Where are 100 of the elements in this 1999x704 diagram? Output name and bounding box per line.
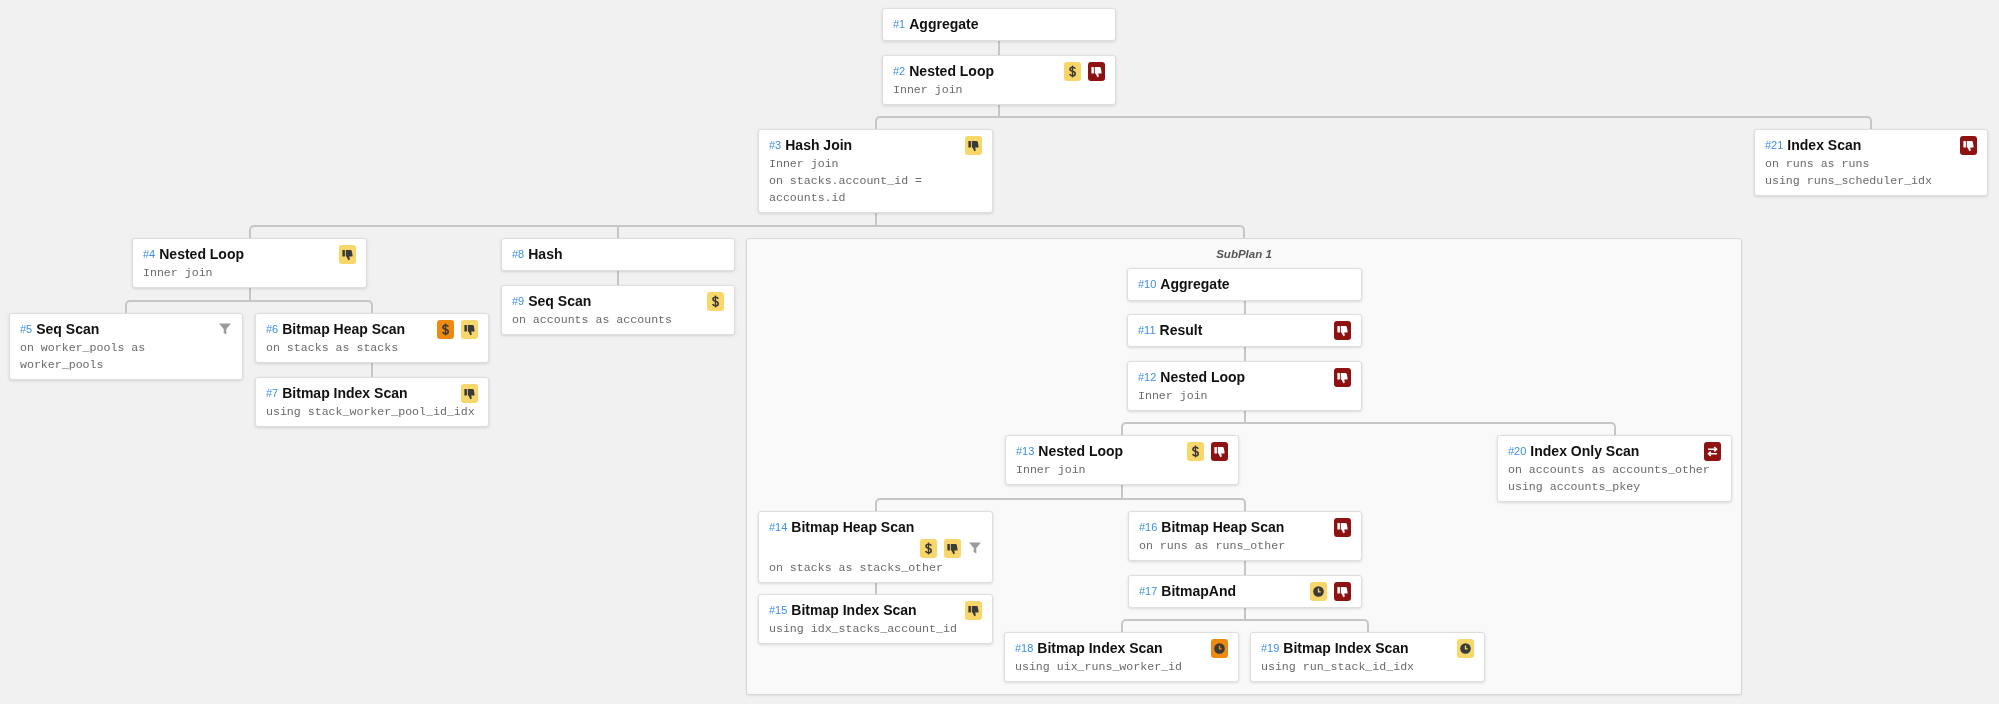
connector-line xyxy=(1125,410,1612,424)
node-title: Result xyxy=(1159,321,1203,340)
node-detail: using stack_worker_pool_id_idx xyxy=(266,404,476,420)
plan-node-card xyxy=(1250,632,1485,682)
plan-node-card xyxy=(758,511,993,583)
node-title: Bitmap Index Scan xyxy=(1037,639,1163,658)
node-number: #10 xyxy=(1138,277,1157,292)
node-number: #15 xyxy=(769,603,788,618)
connector-line xyxy=(125,300,131,314)
connector-line xyxy=(249,225,255,239)
connector-line xyxy=(1239,225,1245,239)
connector-line xyxy=(1240,498,1246,512)
plan-node-card xyxy=(1127,314,1362,347)
node-detail: Inner join xyxy=(1016,462,1087,478)
plan-node-card xyxy=(882,8,1116,41)
node-title: Aggregate xyxy=(1160,275,1230,294)
node-title: Bitmap Heap Scan xyxy=(791,518,915,537)
node-title: Nested Loop xyxy=(909,62,995,81)
plan-node-card xyxy=(1754,129,1988,196)
connector-line xyxy=(1866,116,1872,130)
plan-node-card xyxy=(132,238,367,288)
node-number: #19 xyxy=(1261,641,1280,656)
node-title: Bitmap Index Scan xyxy=(1283,639,1409,658)
plan-node-card xyxy=(758,594,993,644)
node-number: #18 xyxy=(1015,641,1034,656)
connector-line xyxy=(1121,422,1127,436)
node-detail: on runs as runs xyxy=(1765,156,1871,172)
plan-node-card xyxy=(1127,361,1362,411)
node-number: #13 xyxy=(1016,444,1035,459)
node-detail: on stacks.account_id = accounts.id xyxy=(769,173,924,206)
connector-line xyxy=(1244,346,1246,362)
subplan-panel xyxy=(746,238,1742,695)
node-title: Seq Scan xyxy=(528,292,592,311)
plan-node-card xyxy=(1005,435,1239,485)
node-title: Hash xyxy=(528,245,563,264)
connector-line xyxy=(253,212,1241,227)
node-detail: using uix_runs_worker_id xyxy=(1015,659,1183,675)
plan-node-card xyxy=(501,238,735,271)
node-title: Index Only Scan xyxy=(1530,442,1640,461)
plan-node-card xyxy=(882,55,1116,105)
node-number: #20 xyxy=(1508,444,1527,459)
connector-line xyxy=(1244,300,1246,315)
node-title: Bitmap Heap Scan xyxy=(1161,518,1285,537)
plan-node-card xyxy=(1004,632,1239,682)
connector-line xyxy=(371,362,373,378)
node-title: Nested Loop xyxy=(1038,442,1124,461)
plan-node-card xyxy=(255,377,489,427)
node-title: Bitmap Index Scan xyxy=(791,601,917,620)
node-detail: Inner join xyxy=(769,156,840,172)
node-number: #3 xyxy=(769,138,782,153)
node-number: #8 xyxy=(512,247,525,262)
node-number: #11 xyxy=(1138,323,1156,338)
node-number: #4 xyxy=(143,247,156,262)
node-number: #12 xyxy=(1138,370,1157,385)
plan-node-card xyxy=(1128,575,1362,608)
connector-line xyxy=(617,226,619,239)
node-detail: on worker_pools as worker_pools xyxy=(20,340,147,373)
connector-line xyxy=(879,484,1242,500)
node-detail: on accounts as accounts xyxy=(512,312,674,328)
node-title: Hash Join xyxy=(785,136,853,155)
connector-line xyxy=(1244,560,1246,576)
node-detail: using run_stack_id_idx xyxy=(1261,659,1416,675)
node-title: Index Scan xyxy=(1787,136,1862,155)
connector-line xyxy=(879,104,1868,118)
connector-line xyxy=(617,270,619,286)
connector-line xyxy=(129,287,369,302)
node-title: BitmapAnd xyxy=(1161,582,1237,601)
connector-line xyxy=(875,582,877,595)
node-number: #14 xyxy=(769,520,788,535)
plan-node-card xyxy=(1128,511,1362,561)
node-title: Bitmap Heap Scan xyxy=(282,320,406,339)
connector-line xyxy=(1363,619,1369,633)
node-detail: on accounts as accounts_other xyxy=(1508,462,1711,478)
node-detail: using runs_scheduler_idx xyxy=(1765,173,1933,189)
node-detail: on stacks as stacks xyxy=(266,340,400,356)
node-title: Nested Loop xyxy=(159,245,245,264)
plan-node-card xyxy=(758,129,993,213)
plan-node-card xyxy=(255,313,489,363)
connector-line xyxy=(875,498,881,512)
node-number: #2 xyxy=(893,64,906,79)
node-detail: Inner join xyxy=(143,265,214,281)
node-title: Bitmap Index Scan xyxy=(282,384,408,403)
subplan-title: SubPlan 1 xyxy=(1216,247,1272,262)
connector-line xyxy=(1125,607,1365,621)
connector-line xyxy=(367,300,373,314)
node-number: #17 xyxy=(1139,584,1158,599)
node-number: #16 xyxy=(1139,520,1158,535)
node-number: #5 xyxy=(20,322,33,337)
connector-line xyxy=(1121,619,1127,633)
node-detail: Inner join xyxy=(893,82,964,98)
plan-node-card xyxy=(1497,435,1732,502)
node-detail: Inner join xyxy=(1138,388,1209,404)
plan-node-card xyxy=(1127,268,1362,301)
node-number: #9 xyxy=(512,294,525,309)
node-number: #6 xyxy=(266,322,279,337)
node-detail: on stacks as stacks_other xyxy=(769,560,944,576)
node-title: Aggregate xyxy=(909,15,979,34)
node-number: #1 xyxy=(893,17,906,32)
connector-line xyxy=(998,40,1000,56)
node-number: #7 xyxy=(266,386,279,401)
